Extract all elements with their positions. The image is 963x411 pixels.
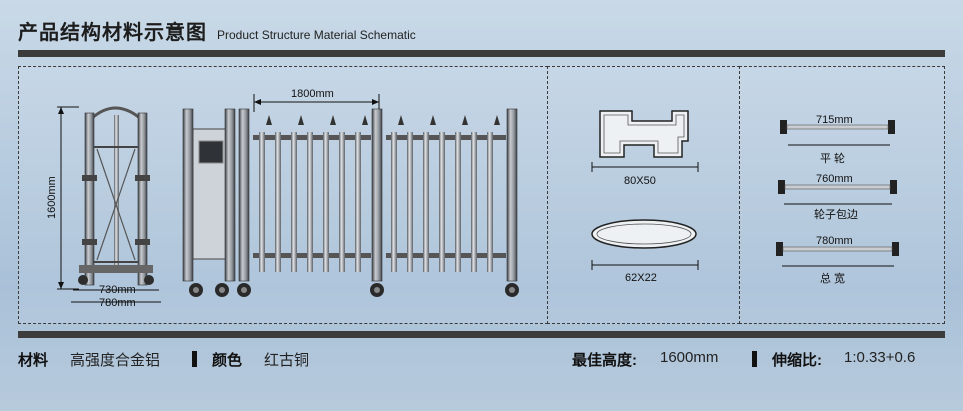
profile-62x22: 62X22 (591, 219, 699, 284)
ratio-label: 伸缩比: (772, 352, 822, 369)
gate-bars-right (391, 115, 500, 272)
profile-drawing: 80X50 62X22 (591, 110, 699, 284)
height-dimension-label: 1600mm (46, 176, 58, 219)
color-label: 颜色 (212, 352, 243, 369)
profile-2-label: 62X22 (625, 272, 657, 284)
wheel-total: 780mm 总 宽 (776, 235, 899, 285)
wheel-3-name: 总 宽 (820, 271, 845, 285)
top-divider (18, 50, 945, 57)
wheel-1-size-label: 715mm (816, 114, 853, 126)
page-header: 产品结构材料示意图 Product Structure Material Sch… (18, 16, 416, 46)
wheel-flat: 715mm 平 轮 (780, 114, 895, 165)
wheel-2-name: 轮子包边 (814, 207, 858, 221)
best-height-value: 1600mm (660, 349, 719, 366)
spec-footer: 材料 高强度合金铝 颜色 红古铜 最佳高度: 1600mm 伸缩比: 1:0.3… (18, 349, 941, 373)
gate-structure-drawing: 1600mm 730mm 780mm 1800mm (46, 88, 519, 309)
span-dimension-label: 1800mm (291, 88, 334, 100)
wheel-1-name: 平 轮 (820, 151, 845, 165)
base-width-label-780: 780mm (99, 297, 136, 309)
wheel-2-size-label: 760mm (816, 173, 853, 185)
best-height-label: 最佳高度: (572, 352, 637, 369)
ratio-value: 1:0.33+0.6 (844, 349, 916, 366)
profile-1-label: 80X50 (624, 175, 656, 187)
color-value: 红古铜 (264, 352, 310, 369)
side-view: 1600mm 730mm 780mm (46, 106, 161, 309)
wheel-3-size-label: 780mm (816, 235, 853, 247)
wheel-edged: 760mm 轮子包边 (778, 173, 897, 221)
wheel-panel: 715mm 平 轮 760mm 轮子包边 780mm 总 宽 (739, 66, 945, 324)
separator-2 (752, 351, 757, 367)
profile-80x50: 80X50 (591, 110, 699, 187)
page-subtitle: Product Structure Material Schematic (217, 28, 416, 42)
gate-bars-left (259, 115, 368, 272)
material-value: 高强度合金铝 (70, 352, 161, 369)
profile-panel: 80X50 62X22 (547, 66, 740, 324)
gate-structure-panel: 1600mm 730mm 780mm 1800mm (18, 66, 548, 324)
page-title: 产品结构材料示意图 (18, 20, 207, 44)
front-view: 1800mm (182, 88, 519, 297)
footer-divider (18, 331, 945, 338)
base-width-label-730: 730mm (99, 284, 136, 296)
wheel-drawing: 715mm 平 轮 760mm 轮子包边 780mm 总 宽 (776, 114, 899, 285)
material-label: 材料 (18, 352, 49, 369)
separator-1 (192, 351, 197, 367)
